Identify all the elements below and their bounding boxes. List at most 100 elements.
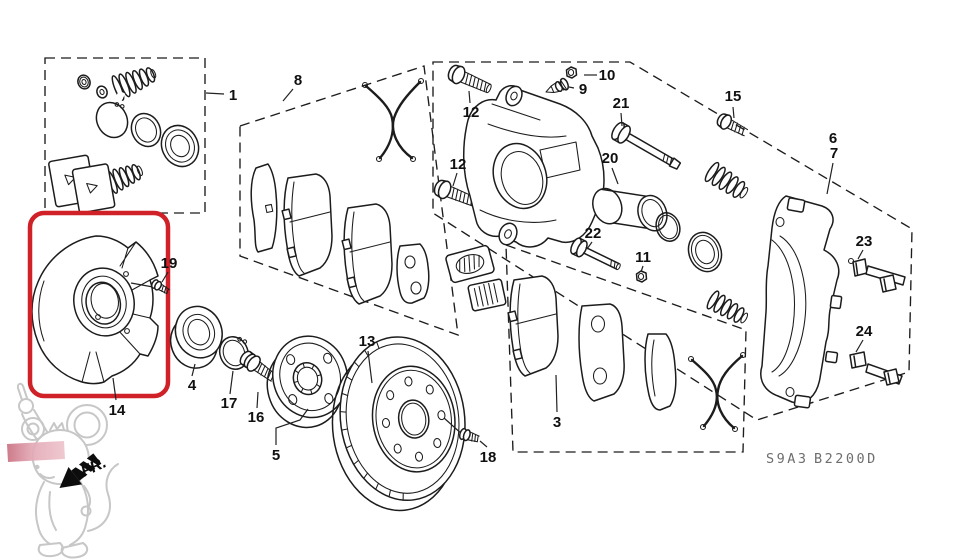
pad-wear-plate [467, 278, 507, 312]
callout-leader-14 [112, 377, 117, 401]
callout-label-10: 10 [599, 67, 616, 84]
pad-3-outer [509, 275, 559, 377]
pad-3-shim [644, 333, 677, 411]
kit-boot-upper [111, 67, 157, 101]
callout-label-21: 21 [613, 95, 630, 112]
retainer-clip-23 [847, 257, 906, 293]
snap-ring-17 [218, 326, 250, 370]
mouse-feet [37, 542, 89, 559]
mouse-hair-tuft [49, 422, 65, 431]
outer-shim [250, 163, 278, 253]
callout-leader-18 [479, 440, 488, 448]
callout-leader-7 [826, 162, 834, 195]
flange-bolt-15 [716, 113, 749, 137]
callout-label-5: 5 [272, 447, 280, 464]
caliper-bracket-6-7 [760, 195, 843, 409]
callout-leader-16 [256, 391, 259, 409]
callout-label-8: 8 [294, 72, 302, 89]
callout-leader-13 [367, 350, 373, 384]
piston-seal [655, 212, 681, 242]
callout-label-20: 20 [602, 150, 619, 167]
callout-leader-17 [229, 370, 234, 395]
caliper-group [433, 64, 749, 324]
gasket-plate [445, 244, 495, 284]
bolt-16 [239, 350, 277, 382]
kit-boot-lower [105, 164, 143, 194]
kit-snap-ring [95, 90, 129, 139]
callout-label-13: 13 [359, 333, 376, 350]
callout-leader-19 [161, 271, 169, 283]
callout-leader-22 [586, 241, 593, 250]
callout-label-12: 12 [463, 104, 480, 121]
callout-leader-21 [620, 112, 623, 127]
kit-piston-seal [130, 112, 162, 148]
slide-pin-22 [570, 237, 621, 271]
bearing-4 [169, 305, 223, 369]
pad-3-backplate [578, 303, 625, 402]
callout-leader-23 [857, 249, 864, 260]
pad-box-3 [505, 244, 747, 453]
brake-pad-inner [343, 203, 393, 305]
pad-set-8 [250, 77, 430, 305]
callout-label-19: 19 [161, 255, 178, 272]
pin-boot-lower [706, 290, 749, 324]
rotor-13 [331, 336, 466, 512]
piston-20 [592, 187, 668, 232]
callout-leader-20 [611, 167, 619, 185]
seal-kit-parts [48, 67, 200, 214]
callout-leader-12 [452, 172, 458, 187]
mouse-mouth [39, 473, 55, 479]
callout-leader-4 [191, 363, 196, 377]
caliper-body [462, 85, 605, 248]
brake-pad-outer [283, 173, 333, 277]
part-code-right: B2200D [814, 451, 878, 467]
mouse-thumb-up [16, 382, 28, 401]
callout-leader-3 [555, 374, 558, 413]
inner-shim [396, 243, 430, 304]
callout-label-15: 15 [725, 88, 742, 105]
splash-guard [31, 235, 159, 385]
part-code: S9A3 B2200D [766, 451, 878, 467]
callout-label-1: 1 [229, 87, 237, 104]
pad-spring-3 [690, 358, 718, 428]
callout-label-12: 12 [450, 156, 467, 173]
callout-leader-5 [275, 408, 309, 445]
screw-19 [150, 279, 170, 295]
callout-leader-8 [282, 88, 294, 102]
callout-label-16: 16 [248, 409, 265, 426]
callout-leader-12 [468, 90, 471, 104]
callout-label-17: 17 [221, 395, 238, 412]
screw-18 [458, 427, 480, 443]
pad-spring-8 [364, 84, 394, 160]
callout-label-23: 23 [856, 233, 873, 250]
callout-label-24: 24 [856, 323, 873, 340]
callout-leader-9 [568, 86, 575, 89]
callout-leader-24 [855, 339, 864, 353]
pad-set-3 [507, 275, 747, 433]
retainer-clip-24 [849, 351, 903, 386]
bleeder-screw-9 [545, 77, 569, 94]
callout-label-7: 7 [830, 145, 838, 162]
caliper-box [432, 61, 913, 421]
nut-11 [635, 270, 648, 283]
part-code-left: S9A3 [766, 451, 809, 467]
highlight-box [27, 210, 171, 399]
callout-leader-11 [640, 265, 644, 273]
slide-pin-21 [611, 121, 682, 170]
mouse-body [35, 480, 89, 547]
callout-label-4: 4 [188, 377, 197, 394]
callout-label-9: 9 [579, 81, 587, 98]
callout-label-22: 22 [585, 225, 602, 242]
mounting-bolt-12-upper [447, 64, 492, 94]
kit-piston-boot [160, 124, 200, 168]
callout-label-3: 3 [553, 414, 561, 431]
bleeder-cap-10 [565, 66, 578, 79]
watermark-mouse [7, 382, 119, 559]
piston-boot [687, 231, 723, 273]
seal-kit-box [44, 57, 206, 214]
mouse-nose [34, 464, 40, 470]
callout-label-14: 14 [109, 402, 126, 419]
kit-plates [48, 154, 116, 214]
